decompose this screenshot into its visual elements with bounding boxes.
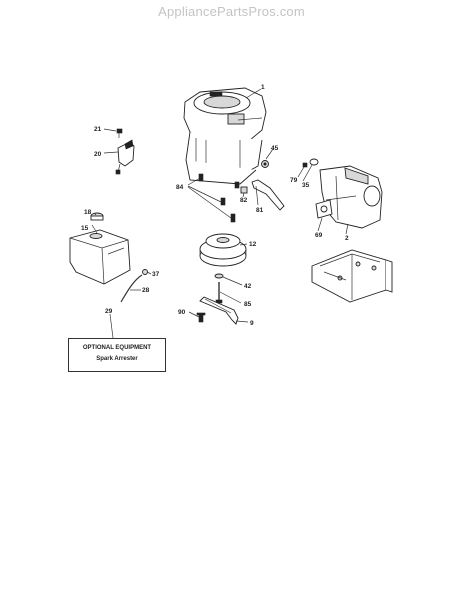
- callout-35: 35: [302, 182, 310, 189]
- bolt-part-85[interactable]: [215, 282, 223, 304]
- clamp-part-37[interactable]: [142, 269, 148, 275]
- callout-29: 29: [105, 308, 113, 315]
- callout-82: 82: [240, 197, 248, 204]
- callout-15: 15: [81, 225, 89, 232]
- callout-28: 28: [142, 287, 150, 294]
- gasket-part-69[interactable]: [315, 199, 333, 219]
- callout-20: 20: [94, 151, 102, 158]
- nut-part-45[interactable]: [261, 160, 269, 168]
- callout-90: 90: [178, 309, 186, 316]
- callout-12: 12: [249, 241, 257, 248]
- fuel-tank-part-15[interactable]: [69, 229, 131, 285]
- callout-79: 79: [290, 177, 298, 184]
- bracket-part-20[interactable]: [115, 139, 135, 175]
- watermark: AppliancePartsPros.com: [158, 4, 305, 19]
- fuel-line-part-28[interactable]: [120, 274, 143, 303]
- screw-part-79-35[interactable]: [302, 158, 319, 168]
- callout-9: 9: [250, 320, 254, 327]
- bolt-part-21[interactable]: [116, 128, 123, 138]
- callout-21: 21: [94, 126, 102, 133]
- frame-bracket[interactable]: [311, 249, 393, 303]
- fitting-part-82[interactable]: [240, 186, 248, 194]
- bolt-part-90[interactable]: [196, 312, 206, 323]
- fuel-cap-part-18[interactable]: [90, 212, 104, 221]
- callout-45: 45: [271, 145, 279, 152]
- callout-84: 84: [176, 184, 184, 191]
- optional-equipment-box: OPTIONAL EQUIPMENT Spark Arrester: [68, 338, 166, 372]
- callout-69: 69: [315, 232, 323, 239]
- spark-arrester-label: Spark Arrester: [96, 356, 138, 362]
- optional-equipment-title: OPTIONAL EQUIPMENT: [82, 345, 152, 351]
- callout-42: 42: [244, 283, 252, 290]
- engine-part[interactable]: [183, 87, 267, 185]
- callout-1: 1: [261, 84, 265, 91]
- callout-85: 85: [244, 301, 252, 308]
- muffler-part-2[interactable]: [319, 165, 383, 229]
- callout-18: 18: [84, 209, 92, 216]
- pulley-part-12[interactable]: [199, 233, 247, 267]
- callout-37: 37: [152, 271, 160, 278]
- callout-2: 2: [345, 235, 349, 242]
- callout-81: 81: [256, 207, 264, 214]
- washer-part-42[interactable]: [214, 273, 224, 279]
